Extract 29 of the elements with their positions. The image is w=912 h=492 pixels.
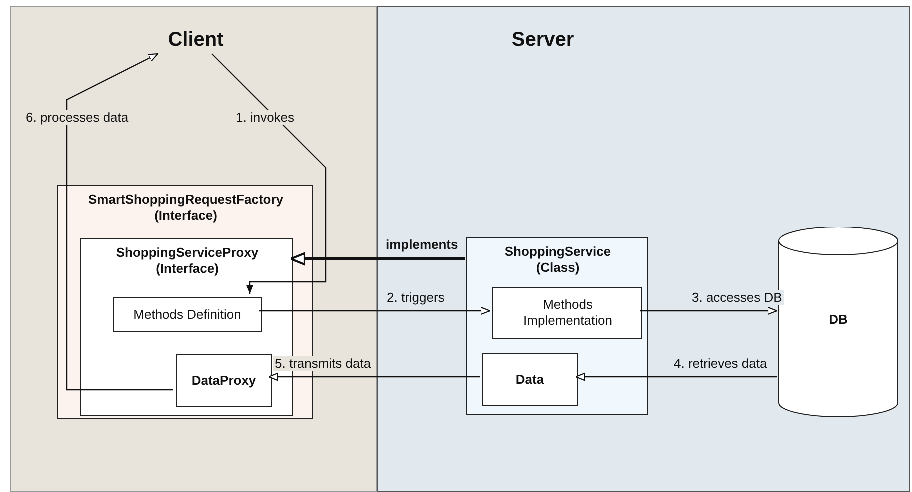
node-title: SmartShoppingRequestFactory (Interface)	[87, 192, 285, 224]
edge-label: 1. invokes	[234, 110, 297, 125]
arrow	[575, 372, 777, 382]
edge-label: 5. transmits data	[273, 356, 374, 371]
arrow	[640, 306, 778, 316]
class-box	[466, 237, 648, 415]
edge-label: 2. triggers	[385, 290, 447, 305]
node-label: DataProxy	[190, 373, 258, 389]
edge-label: 4. retrieves data	[672, 356, 770, 371]
client-panel	[10, 6, 377, 492]
node-label: Methods Definition	[132, 307, 242, 323]
arrow	[66, 53, 173, 391]
arrow	[290, 252, 465, 266]
method-box	[492, 287, 642, 339]
node-label: DB	[828, 312, 849, 328]
server-panel	[377, 6, 910, 492]
edge-label: 3. accesses DB	[690, 290, 784, 305]
node-label: Methods Implementation	[522, 297, 614, 329]
node-title: ShoppingServiceProxy (Interface)	[115, 245, 260, 277]
arrow	[268, 372, 480, 382]
arrow	[212, 54, 327, 294]
data-box	[482, 353, 578, 406]
edge-label: implements	[384, 237, 460, 252]
node-title: ShoppingService (Class)	[504, 244, 612, 276]
arrow	[259, 306, 491, 316]
data-box	[176, 354, 272, 407]
edge-label: 6. processes data	[24, 110, 131, 125]
method-box	[113, 297, 262, 332]
node-label: Data	[514, 372, 546, 388]
